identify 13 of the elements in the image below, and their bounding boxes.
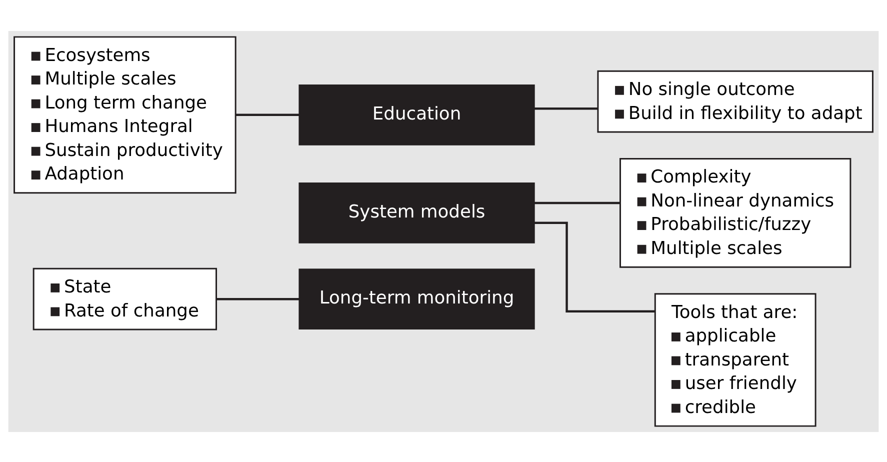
node-box: Tools that are: applicable transparent user friendly credible	[654, 292, 816, 426]
connector	[236, 113, 300, 116]
node-box: Long-term monitoring	[298, 268, 535, 330]
node-box: No single outcome Build in flexibility to adapt	[597, 70, 874, 132]
node-box: State Rate of change	[32, 267, 217, 330]
node-box: Complexity Non-linear dynamics Probabilistic/fuzzy Multiple scales	[620, 157, 852, 268]
connector	[534, 221, 655, 312]
connector	[216, 297, 300, 300]
connector	[534, 201, 620, 204]
node-box: Education	[298, 84, 535, 145]
connector	[534, 106, 598, 110]
node-box: Ecosystems Multiple scales Long term change Humans Integral Sustain productivity Adaption	[14, 36, 236, 194]
node-box: System models	[298, 182, 535, 243]
